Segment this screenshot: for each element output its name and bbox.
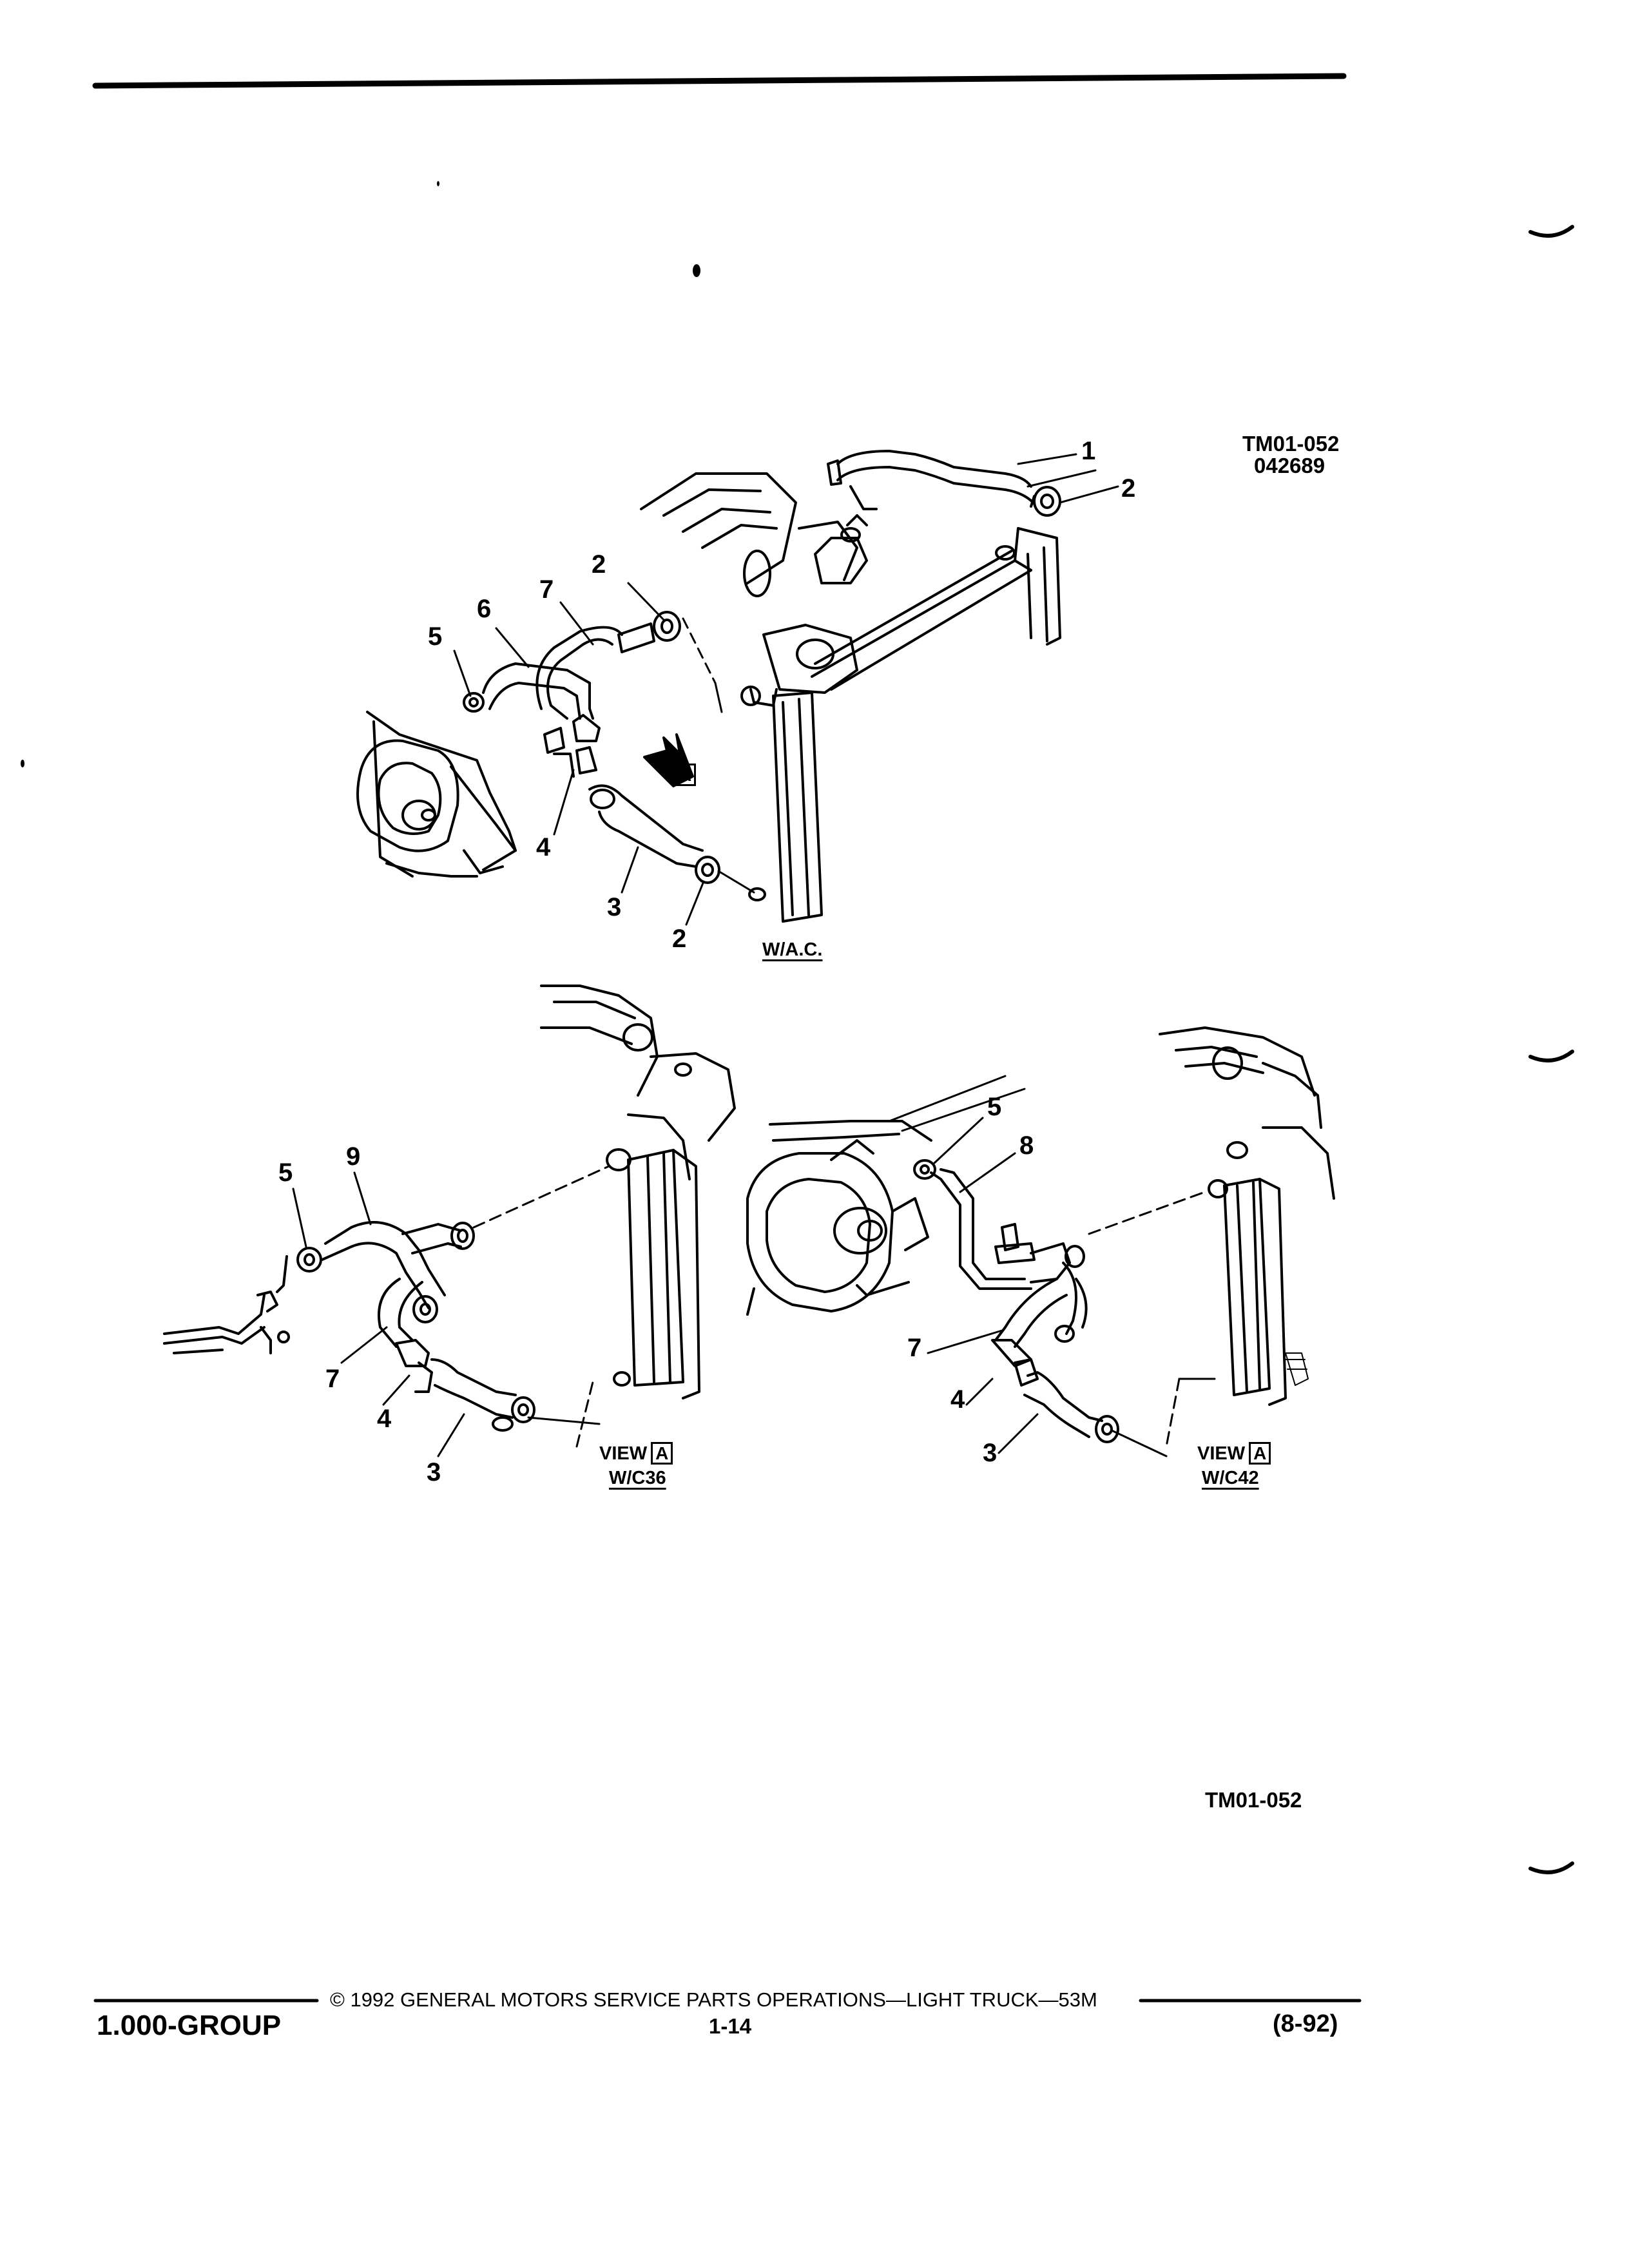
hose-clamp-icon <box>511 1396 535 1423</box>
binding-mark-icon <box>1528 1861 1574 1874</box>
hose-clamp-icon <box>1030 486 1061 517</box>
hose-clamp-icon <box>653 611 681 642</box>
top-view-art <box>356 450 1119 923</box>
heater-hose-icon <box>994 1278 1058 1341</box>
figure-code: TM01-052 <box>1242 432 1340 456</box>
header-rule <box>92 73 1347 89</box>
callout-4: 4 <box>950 1385 965 1414</box>
footer-date: (8-92) <box>1273 2010 1338 2037</box>
heater-hose-icon <box>324 1221 446 1296</box>
left-view-art <box>163 985 736 1448</box>
radiator-icon <box>811 559 1032 691</box>
heater-hose-icon <box>430 1358 517 1396</box>
figure-date-code: 042689 <box>1254 454 1325 477</box>
view-label-c42: W/C42 <box>1202 1468 1259 1488</box>
right-view-art <box>746 1026 1335 1457</box>
heater-hose-icon <box>482 662 594 720</box>
callout-1: 1 <box>1081 437 1096 465</box>
view-arrow-icon <box>643 733 694 787</box>
callout-7: 7 <box>907 1334 922 1362</box>
hose-clamp-icon <box>412 1295 438 1323</box>
engine-block-icon <box>356 739 459 852</box>
hose-clamp-icon <box>1095 1415 1119 1443</box>
callout-3: 3 <box>607 893 622 921</box>
hose-clamp-icon <box>463 692 485 713</box>
view-label-c36: W/C36 <box>609 1468 666 1488</box>
callout-6: 6 <box>477 595 492 623</box>
heater-hose-icon <box>588 784 704 852</box>
callout-8: 8 <box>1019 1131 1034 1160</box>
bottom-figure-code: TM01-052 <box>1205 1788 1302 1812</box>
heater-hose-icon <box>1027 1371 1103 1422</box>
hose-clamp-icon <box>450 1222 475 1250</box>
hose-clamp-icon <box>695 856 720 884</box>
binding-mark-icon <box>1528 225 1574 238</box>
callout-9: 9 <box>346 1142 361 1171</box>
footer-group: 1.000-GROUP <box>97 2010 282 2041</box>
heater-hose-icon <box>378 1278 401 1348</box>
footer-copyright: © 1992 GENERAL MOTORS SERVICE PARTS OPER… <box>330 1988 1097 2011</box>
heater-hose-icon <box>836 450 1032 488</box>
hose-clamp-icon <box>913 1159 936 1180</box>
callout-7: 7 <box>325 1365 340 1393</box>
callout-5: 5 <box>278 1158 293 1187</box>
callout-3: 3 <box>427 1458 441 1486</box>
view-arrow-letter: A <box>670 764 697 787</box>
callout-7: 7 <box>539 575 554 604</box>
engine-block-icon <box>762 624 858 694</box>
callout-4: 4 <box>377 1405 392 1433</box>
footer-page-number: 1-14 <box>709 2014 752 2038</box>
engine-block-icon <box>746 1152 894 1312</box>
callout-2: 2 <box>592 550 606 579</box>
binding-mark-icon <box>1528 1050 1574 1062</box>
radiator-icon <box>1223 1178 1271 1396</box>
radiator-icon <box>627 1149 684 1387</box>
heater-hose-icon <box>546 638 613 720</box>
hose-clamp-icon <box>296 1247 322 1273</box>
callout-2: 2 <box>1121 474 1136 503</box>
callout-5: 5 <box>428 622 443 651</box>
callout-2: 2 <box>672 925 687 953</box>
heater-hose-icon <box>940 1168 1026 1280</box>
callout-4: 4 <box>536 833 551 861</box>
callout-3: 3 <box>983 1439 998 1467</box>
view-label-wac: W/A.C. <box>762 939 823 960</box>
callout-5: 5 <box>987 1093 1002 1121</box>
